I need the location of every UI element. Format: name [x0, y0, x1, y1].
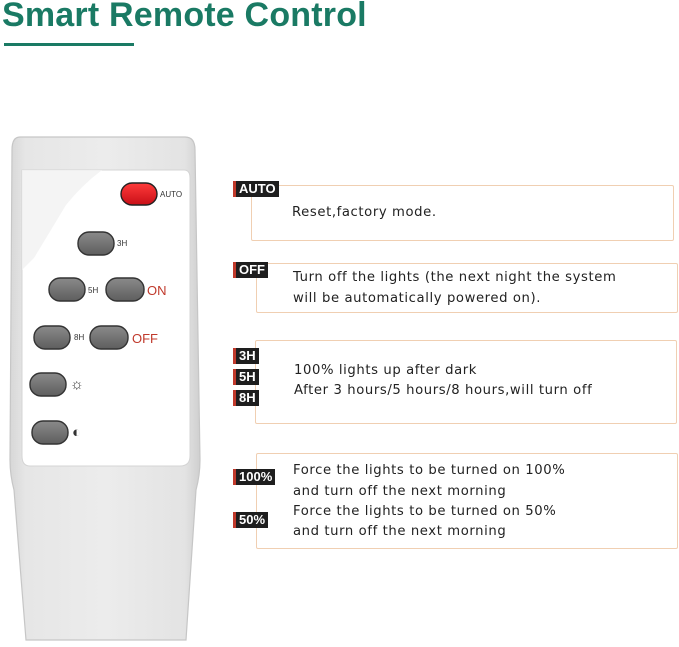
auto-description-line-1: Reset,factory mode.	[292, 205, 437, 220]
level-100-tag: 100%	[233, 469, 276, 485]
timer-description-line-2: After 3 hours/5 hours/8 hours,will turn …	[294, 383, 593, 398]
level-50-tag: 50%	[233, 512, 269, 528]
level-100-description-line-2: and turn off the next morning	[293, 484, 507, 499]
sun-half-icon: ◐	[72, 424, 82, 441]
off-button-label: OFF	[132, 331, 158, 346]
page-title: Smart Remote Control	[2, 0, 367, 34]
off-description-box	[256, 263, 678, 313]
auto-button[interactable]	[120, 182, 158, 206]
level-50-description-line-1: Force the lights to be turned on 50%	[293, 504, 557, 519]
off-description-line-1: Turn off the lights (the next night the …	[293, 270, 617, 285]
dim-button[interactable]	[31, 420, 69, 445]
on-button-label: ON	[147, 283, 167, 298]
off-button[interactable]	[89, 325, 129, 350]
8h-button-label: 8H	[74, 333, 85, 342]
5h-button[interactable]	[48, 277, 86, 302]
3h-button[interactable]	[77, 231, 115, 256]
sun-outline-icon: ☼	[70, 376, 84, 393]
level-description-box	[256, 453, 678, 549]
bright-button[interactable]	[29, 372, 67, 397]
off-tag: OFF	[233, 262, 268, 278]
level-50-description-line-2: and turn off the next morning	[293, 524, 507, 539]
3h-button-label: 3H	[117, 239, 128, 248]
5h-tag: 5H	[233, 369, 259, 385]
remote-panel-bevel	[22, 170, 102, 270]
level-100-description-line-1: Force the lights to be turned on 100%	[293, 463, 566, 478]
title-underline	[4, 43, 134, 46]
5h-button-label: 5H	[88, 286, 99, 295]
8h-tag: 8H	[233, 390, 259, 406]
on-button[interactable]	[105, 277, 145, 302]
auto-tag: AUTO	[233, 181, 279, 197]
off-description-line-2: will be automatically powered on).	[293, 291, 542, 306]
3h-tag: 3H	[233, 348, 259, 364]
8h-button[interactable]	[33, 325, 71, 350]
auto-description-box	[251, 185, 674, 241]
timer-description-line-1: 100% lights up after dark	[294, 363, 478, 378]
auto-button-label: AUTO	[160, 190, 183, 199]
timer-description-box	[255, 340, 677, 424]
